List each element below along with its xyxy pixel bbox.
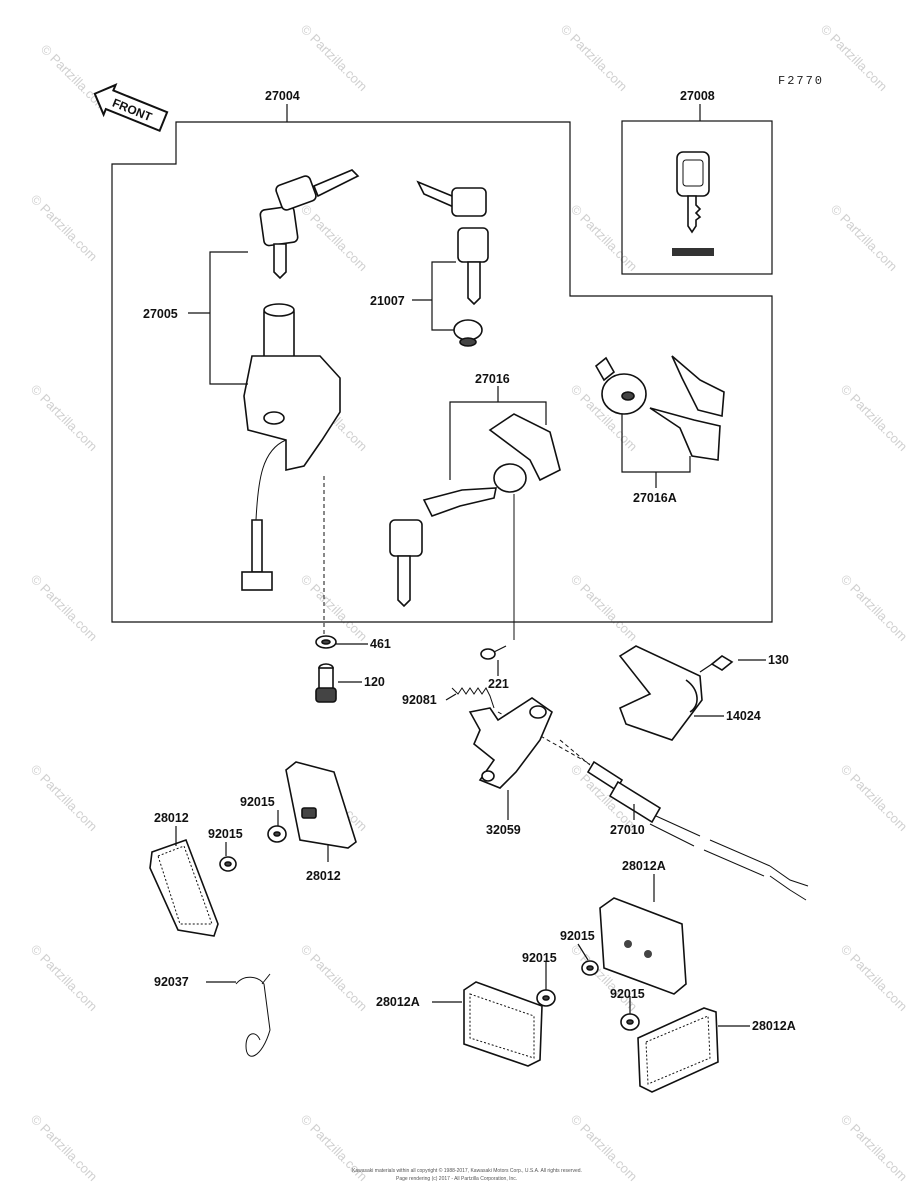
footer-copyright: Kawasaki materials within all copyright … [352,1167,582,1174]
ignition-switch [241,169,360,591]
callout-92015-b: 92015 [240,795,275,809]
watermark: © Partzilla.com [838,572,911,645]
screw [480,645,507,660]
callout-92015-e: 92015 [610,987,645,1001]
callout-27004: 27004 [265,89,300,103]
group-outline-27004 [111,121,773,623]
watermark: © Partzilla.com [818,22,891,95]
nut [219,856,237,872]
nut [581,960,599,976]
callout-92015-a: 92015 [208,827,243,841]
reflector-bottom-left [463,981,543,1067]
seat-lock [389,413,561,608]
callout-92015-c: 92015 [560,929,595,943]
callout-120: 120 [364,675,385,689]
watermark: © Partzilla.com [838,762,911,835]
bracket-27005 [209,251,248,385]
bolt [315,663,337,703]
callout-27016: 27016 [475,372,510,386]
watermark: © Partzilla.com [568,202,641,275]
bracket-21007 [431,261,456,331]
callout-27010: 27010 [610,823,645,837]
callout-27008: 27008 [680,89,715,103]
watermark: © Partzilla.com [838,382,911,455]
callout-28012-left: 28012 [154,811,189,825]
key-icon [676,151,710,234]
group-outline-27008 [621,120,773,275]
callout-28012A-top: 28012A [622,859,666,873]
watermark: © Partzilla.com [28,192,101,265]
watermark: © Partzilla.com [28,572,101,645]
callout-27016A: 27016A [633,491,677,505]
watermark: © Partzilla.com [298,22,371,95]
watermark: © Partzilla.com [558,22,631,95]
bolt-small [699,655,734,673]
callout-28012A-left: 28012A [376,995,420,1009]
footer-rendering: Page rendering (c) 2017 - All Partzilla … [396,1176,517,1182]
watermark: © Partzilla.com [28,1112,101,1185]
watermark: © Partzilla.com [28,762,101,835]
brand-logo [672,248,714,256]
clip [235,973,271,1057]
watermark: © Partzilla.com [298,942,371,1015]
watermark: © Partzilla.com [298,202,371,275]
watermark: © Partzilla.com [28,942,101,1015]
callout-32059: 32059 [486,823,521,837]
leader-92081 [445,693,457,701]
callout-27005: 27005 [143,307,178,321]
cover [618,645,703,741]
leader-92015-c [577,943,589,961]
key-icon [259,169,360,280]
switch-bracket [468,697,553,789]
reflector-mid [285,761,357,849]
watermark: © Partzilla.com [838,942,911,1015]
watermark: © Partzilla.com [568,572,641,645]
callout-21007: 21007 [370,294,405,308]
watermark: © Partzilla.com [838,1112,911,1185]
callout-130: 130 [768,653,789,667]
callout-92081: 92081 [402,693,437,707]
callout-221: 221 [488,677,509,691]
callout-28012-mid: 28012 [306,869,341,883]
reflector-left [149,838,219,937]
helmet-lock [594,355,725,461]
reflector-top [599,897,687,995]
reflector-bottom-right [637,1007,719,1093]
callout-92015-d: 92015 [522,951,557,965]
figure-code: F2770 [778,74,824,88]
nut [267,825,287,843]
callout-92037: 92037 [154,975,189,989]
front-arrow: FRONT [93,83,169,133]
lock-key-set [416,180,489,347]
nut [536,989,556,1007]
callout-28012A-right: 28012A [752,1019,796,1033]
watermark: © Partzilla.com [28,382,101,455]
watermark: © Partzilla.com [298,572,371,645]
switch-cable [559,739,809,901]
watermark: © Partzilla.com [828,202,901,275]
callout-461: 461 [370,637,391,651]
spring [451,687,495,709]
callout-14024: 14024 [726,709,761,723]
nut [620,1013,640,1031]
